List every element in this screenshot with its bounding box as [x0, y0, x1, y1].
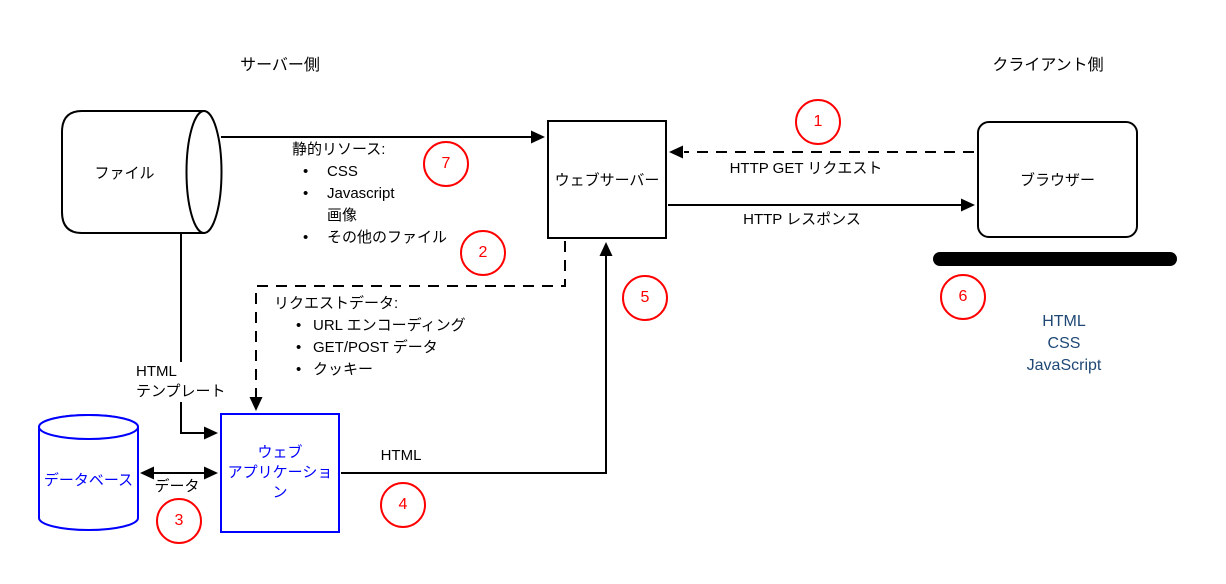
step-circle-6: 6	[940, 274, 986, 320]
html-edge-label: HTML	[380, 447, 422, 464]
browser-output-text: HTML CSS JavaScript	[1026, 313, 1102, 374]
request-data-list: リクエストデータ: URL エンコーディング GET/POST データ クッキー	[274, 293, 466, 381]
edge-html-template	[180, 234, 205, 434]
step-circle-5: 5	[622, 275, 668, 321]
arrowhead-data-left	[140, 466, 154, 480]
request-data-item: URL エンコーディング	[274, 315, 466, 337]
database-cylinder-rim	[38, 414, 139, 440]
web-server-label: ウェブサーバー	[554, 172, 660, 189]
static-resources-list: 静的リソース: CSS Javascript 画像 その他のファイル	[292, 139, 447, 249]
step-circle-7: 7	[423, 141, 469, 187]
arrowhead-html-template	[204, 426, 218, 440]
static-resources-item: その他のファイル	[292, 227, 447, 249]
arrowhead-http-get-request	[669, 145, 683, 159]
arrowhead-html-to-webserver	[599, 242, 613, 256]
edge-html-to-webserver	[341, 255, 607, 474]
server-side-label: サーバー側	[240, 57, 320, 74]
web-app-label-line1: ウェブ	[257, 444, 303, 461]
web-server-node: ウェブサーバー	[547, 120, 667, 239]
static-resources-item: Javascript	[292, 183, 447, 205]
static-resources-title: 静的リソース:	[292, 141, 386, 158]
laptop-base	[933, 252, 1177, 266]
edge-request-data	[255, 241, 566, 398]
browser-label: ブラウザー	[1019, 172, 1095, 189]
static-resources-item-continuation: 画像	[327, 207, 358, 224]
data-edge-label: データ	[154, 478, 200, 495]
http-get-request-label: HTTP GET リクエスト	[729, 160, 883, 177]
web-app-label-line2: アプリケーション	[227, 464, 333, 501]
file-cylinder-body	[61, 110, 205, 234]
html-template-label: HTML テンプレート	[134, 362, 228, 402]
web-app-node: ウェブ アプリケーション	[220, 413, 340, 533]
client-side-label: クライアント側	[992, 57, 1104, 74]
file-node-label: ファイル	[94, 164, 155, 182]
arrowhead-request-data	[249, 397, 263, 411]
request-data-item: クッキー	[274, 359, 466, 381]
browser-node: ブラウザー	[977, 121, 1138, 238]
arrowhead-file-to-webserver	[531, 130, 545, 144]
http-response-label: HTTP レスポンス	[743, 211, 861, 228]
step-circle-4: 4	[380, 482, 426, 528]
arrowhead-http-response	[961, 198, 975, 212]
request-data-item: GET/POST データ	[274, 337, 466, 359]
step-circle-3: 3	[156, 498, 202, 544]
database-label: データベース	[43, 472, 134, 489]
step-circle-2: 2	[460, 230, 506, 276]
static-resources-item: CSS	[292, 161, 447, 183]
arrowhead-data-right	[204, 466, 218, 480]
file-cylinder-rim	[185, 110, 223, 234]
request-data-title: リクエストデータ:	[274, 295, 399, 312]
step-circle-1: 1	[795, 99, 841, 145]
